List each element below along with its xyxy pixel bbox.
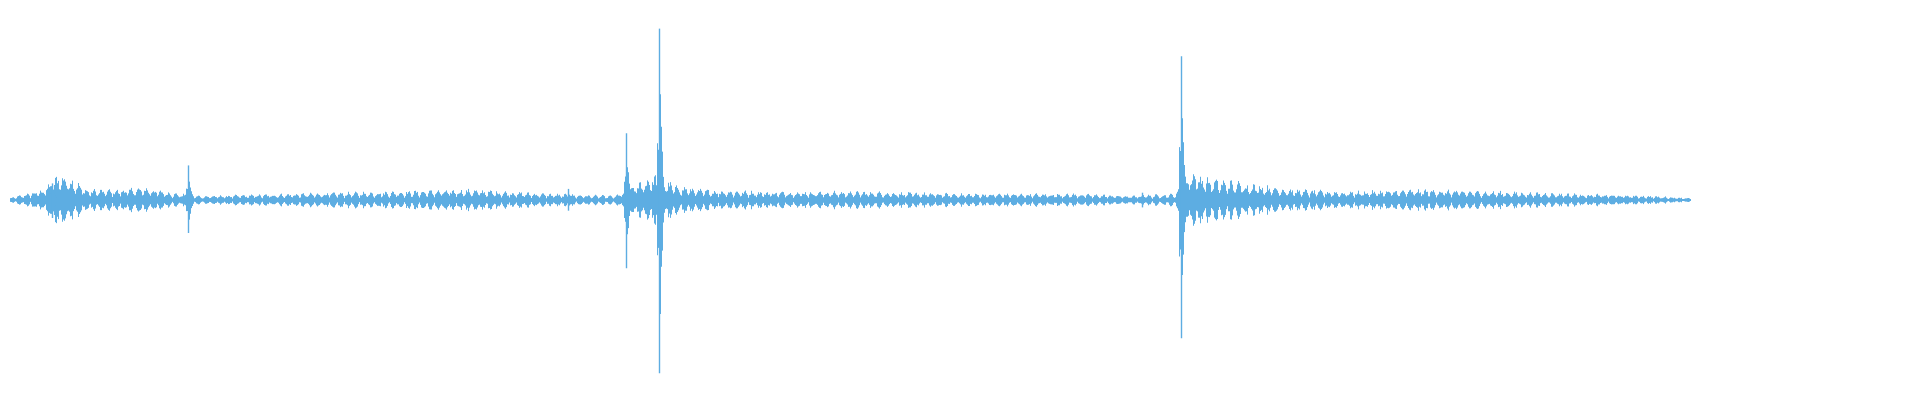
waveform-samples <box>10 174 1691 226</box>
waveform-transients <box>50 28 1186 374</box>
